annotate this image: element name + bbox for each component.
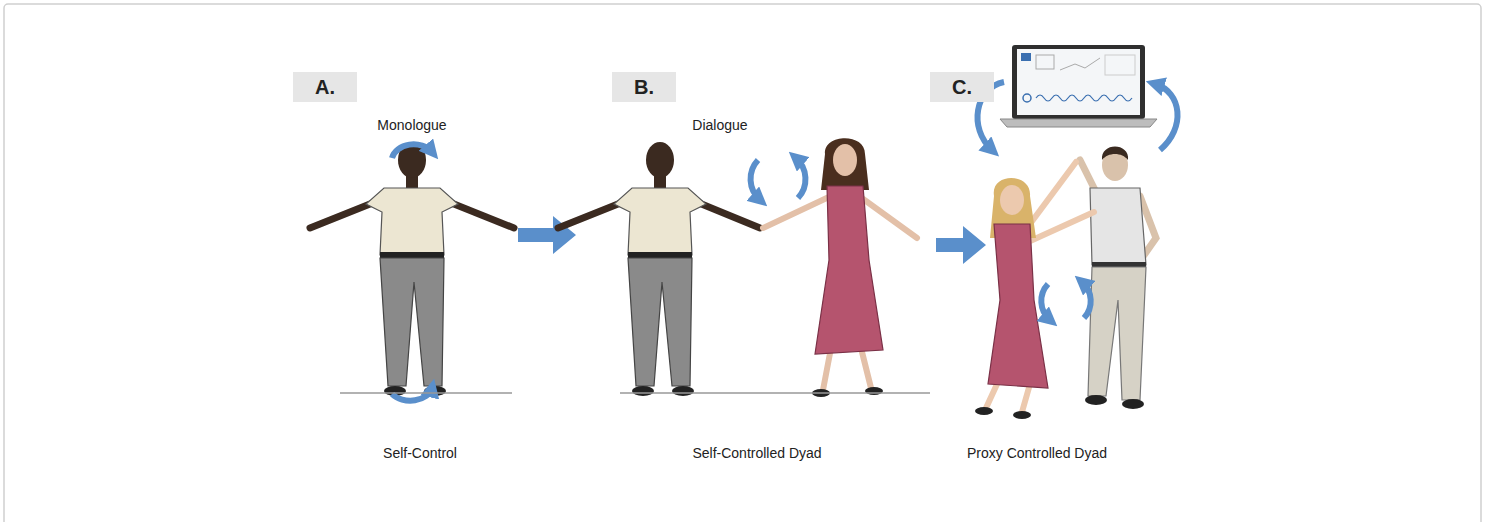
panel-tag: C.: [930, 72, 994, 102]
panel-tag: A.: [293, 72, 357, 102]
cycle-arrow: [1041, 284, 1050, 320]
caption-label: Self-Control: [383, 445, 457, 462]
man-figure: [310, 142, 514, 396]
cycle-arrow: [751, 160, 760, 200]
man-figure: [558, 142, 760, 396]
cycle-arrow: [1082, 282, 1091, 318]
cycle-arrow: [796, 158, 805, 198]
caption-label: Monologue: [377, 117, 446, 134]
laptop-icon: [1000, 45, 1157, 127]
woman-figure: [975, 162, 1094, 419]
panel-letter: B.: [634, 76, 654, 98]
woman-figure: [763, 138, 917, 397]
floor-line: [620, 392, 930, 394]
panel-tag: B.: [612, 72, 676, 102]
flow-arrow: [936, 226, 986, 264]
floor-line: [340, 392, 512, 394]
cycle-arrow: [392, 144, 432, 158]
caption-label: Self-Controlled Dyad: [692, 445, 821, 462]
man-figure: [1080, 147, 1156, 410]
frame: [4, 4, 1481, 522]
panel-letter: A.: [315, 76, 335, 98]
caption-label: Dialogue: [692, 117, 747, 134]
cycle-arrow: [392, 388, 432, 401]
cycle-arrow: [1155, 84, 1178, 150]
caption-label: Proxy Controlled Dyad: [967, 445, 1107, 462]
panel-letter: C.: [952, 76, 972, 98]
